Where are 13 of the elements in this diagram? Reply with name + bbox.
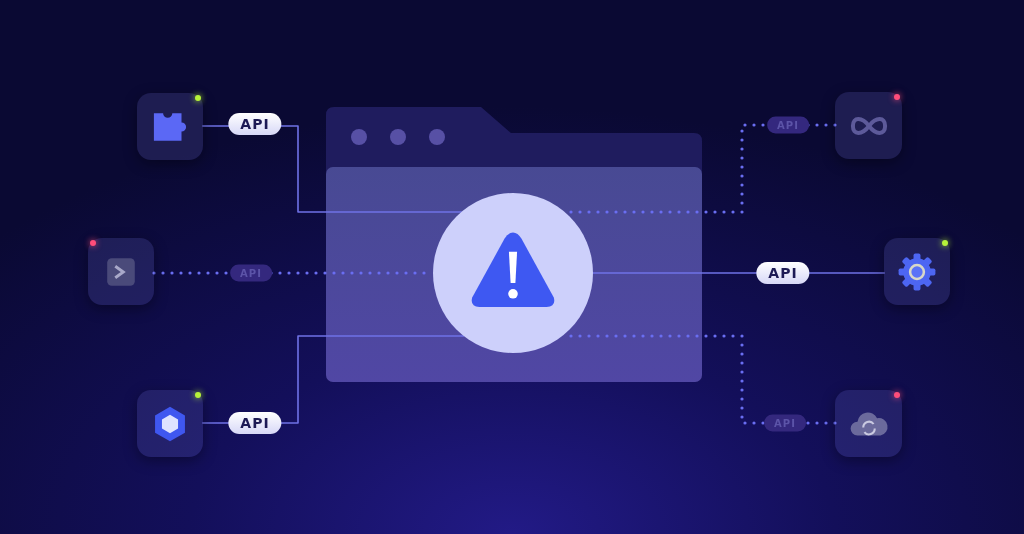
edge-label: API (228, 113, 282, 135)
connector-line (592, 272, 885, 274)
edge-label: API (228, 412, 282, 434)
app-tile (88, 238, 154, 305)
edge-label: API (756, 262, 810, 284)
connector-line (202, 335, 465, 424)
app-tile (137, 93, 203, 160)
connector-line (202, 125, 463, 213)
app-tile (884, 238, 950, 305)
folder-window (326, 107, 702, 382)
app-tile (835, 92, 902, 159)
app-tile (137, 390, 203, 457)
app-tile (835, 390, 902, 457)
